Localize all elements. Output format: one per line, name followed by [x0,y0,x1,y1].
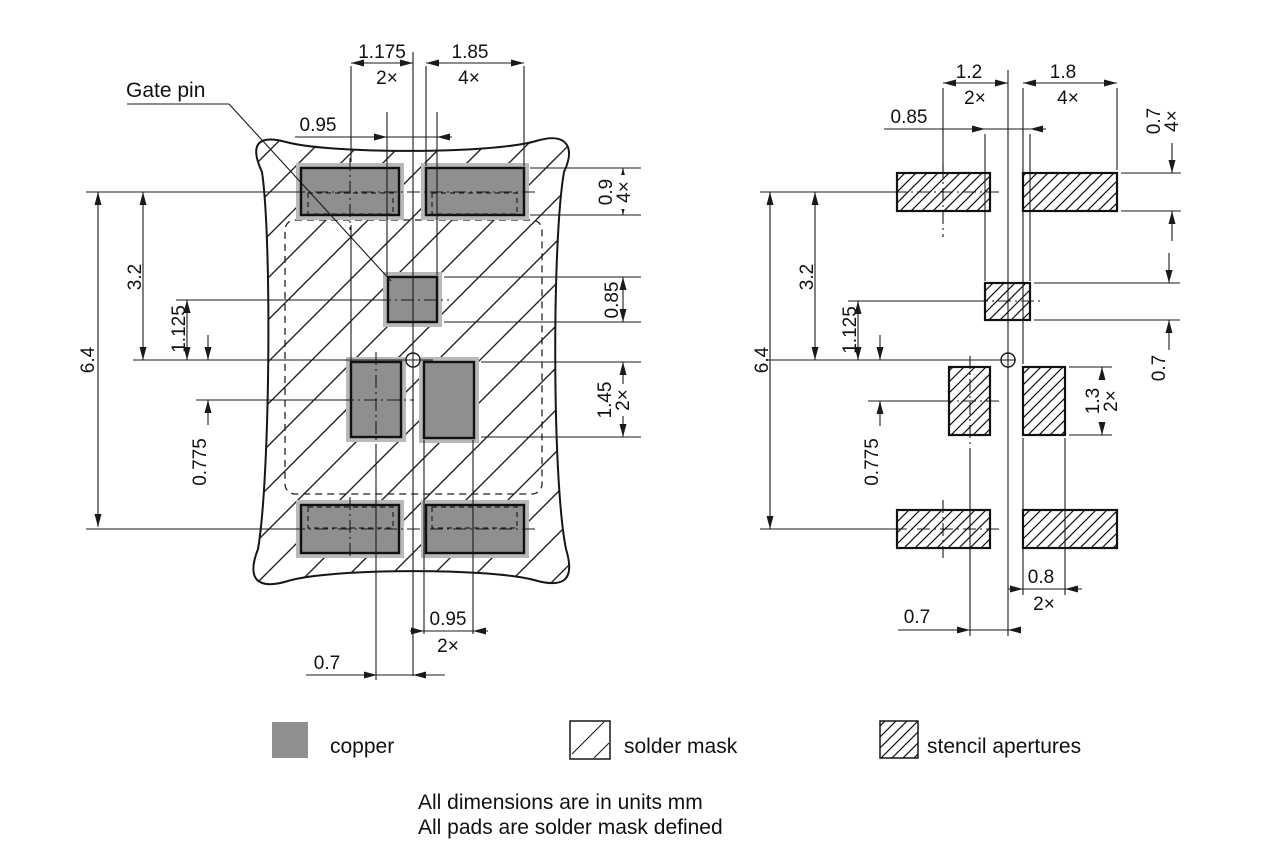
legend-stencil-label: stencil apertures [927,735,1081,758]
legend-solder-mask-label: solder mask [624,735,738,758]
origin-marker [405,352,421,368]
legend-copper-swatch [272,722,308,758]
dim-right-top-pad-width-value: 1.8 [1050,62,1076,83]
left-dimension-texts: 1.175 2× 1.85 4× 0.95 6.4 3.2 1.125 0.77… [78,42,635,674]
aperture-gate [983,281,1032,322]
dim-left-pitch-top-count: 2× [376,68,398,89]
aperture-bottom-right [1021,508,1119,550]
dim-right-top-pad-height-value: 0.7 [1144,108,1165,134]
dim-right-pitch-top-count: 2× [964,88,986,109]
dim-left-top-pad-height-value: 0.9 [596,179,617,205]
notes: All dimensions are in units mm All pads … [418,791,723,839]
dim-left-top-height-value: 3.2 [125,264,146,290]
right-extension-lines [760,70,1181,636]
aperture-bottom-left [895,508,992,550]
stencil-aperture-pads [895,171,1119,550]
legend-copper-label: copper [330,735,394,758]
aperture-top-right [1021,171,1119,213]
aperture-mid-left [947,365,992,437]
dim-left-mid-height-count: 2× [613,389,634,411]
left-extension-lines [86,52,641,680]
note-units: All dimensions are in units mm [418,791,703,814]
dim-left-total-height-value: 6.4 [78,346,99,373]
dim-right-top-height-value: 3.2 [797,264,818,290]
right-dimension-lines [766,79,1176,634]
gate-pin-label: Gate pin [126,79,205,102]
dim-left-gate-offset-value: 1.125 [169,305,190,353]
right-centerlines [894,165,1040,558]
dim-left-mid-center-offset-value: 0.7 [314,653,340,674]
dim-right-center-offset-value: 1.125 [840,306,861,354]
dim-left-top-pad-width-value: 1.85 [452,42,489,63]
legend: copper solder mask stencil apertures [272,720,1081,760]
note-mask-defined: All pads are solder mask defined [418,816,723,839]
origin-marker-right [1000,352,1016,368]
dim-right-mid-center-offset-value: 0.7 [904,607,930,628]
dim-right-center-height-value: 0.7 [1149,355,1170,381]
dim-right-mid-height-value: 1.3 [1083,388,1104,414]
left-dimension-lines [94,59,627,679]
pad-mid-right [422,360,476,440]
gate-pin-callout: Gate pin [126,79,392,282]
legend-stencil-swatch [879,720,919,759]
dim-left-mid-width-value: 0.95 [430,609,467,630]
board-solder-mask-region [252,137,571,586]
right-dimension-texts: 1.2 2× 1.8 4× 0.85 0.7 4× 6.4 3.2 1.125 … [752,62,1183,628]
dim-right-top-pad-height-count: 4× [1162,110,1183,132]
dim-left-mid-width-count: 2× [437,636,459,657]
dim-left-pitch-top-value: 1.175 [358,42,406,63]
dim-right-pitch-top-value: 1.2 [956,62,982,83]
dim-right-center-width-value: 0.85 [891,107,928,128]
dim-right-mid-width-count: 2× [1033,594,1055,615]
dim-right-top-pad-width-count: 4× [1057,88,1079,109]
dim-right-mid-height-count: 2× [1101,390,1122,412]
dim-left-gate-width-value: 0.95 [300,115,337,136]
dim-right-mid-width-value: 0.8 [1028,567,1054,588]
left-view: Gate pin 1.175 2× 1.85 4× 0.95 6.4 3.2 1… [78,42,641,680]
legend-solder-mask-swatch [569,720,611,760]
dim-left-gate-height-value: 0.85 [602,282,623,319]
right-view: 1.2 2× 1.8 4× 0.85 0.7 4× 6.4 3.2 1.125 … [752,62,1183,636]
dim-left-top-pad-width-count: 4× [458,68,480,89]
dim-left-mid-offset-value: 0.775 [190,438,211,486]
aperture-top-left [895,171,992,213]
aperture-mid-right [1021,365,1067,437]
dim-right-total-height-value: 6.4 [752,346,773,373]
dim-left-mid-height-value: 1.45 [595,382,616,419]
dim-left-top-pad-height-count: 4× [614,181,635,203]
dim-right-mid-offset-value: 0.775 [862,438,883,486]
